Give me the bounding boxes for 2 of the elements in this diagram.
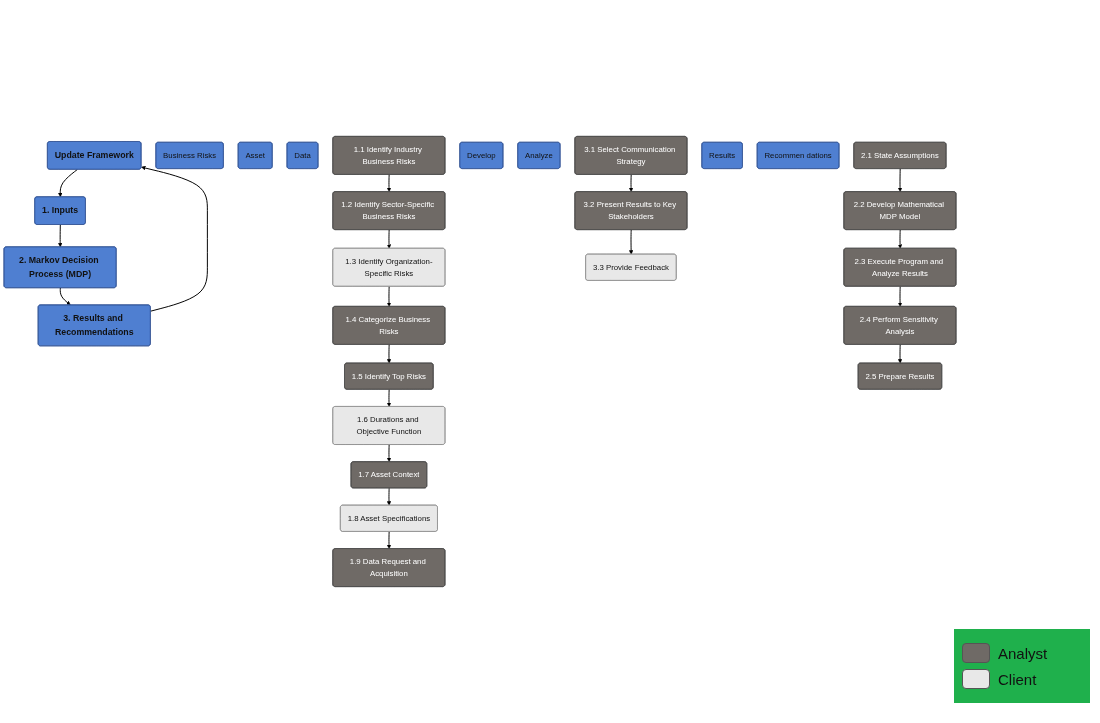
legend-label: Client xyxy=(998,670,1037,688)
legend-label: Analyst xyxy=(998,644,1048,662)
